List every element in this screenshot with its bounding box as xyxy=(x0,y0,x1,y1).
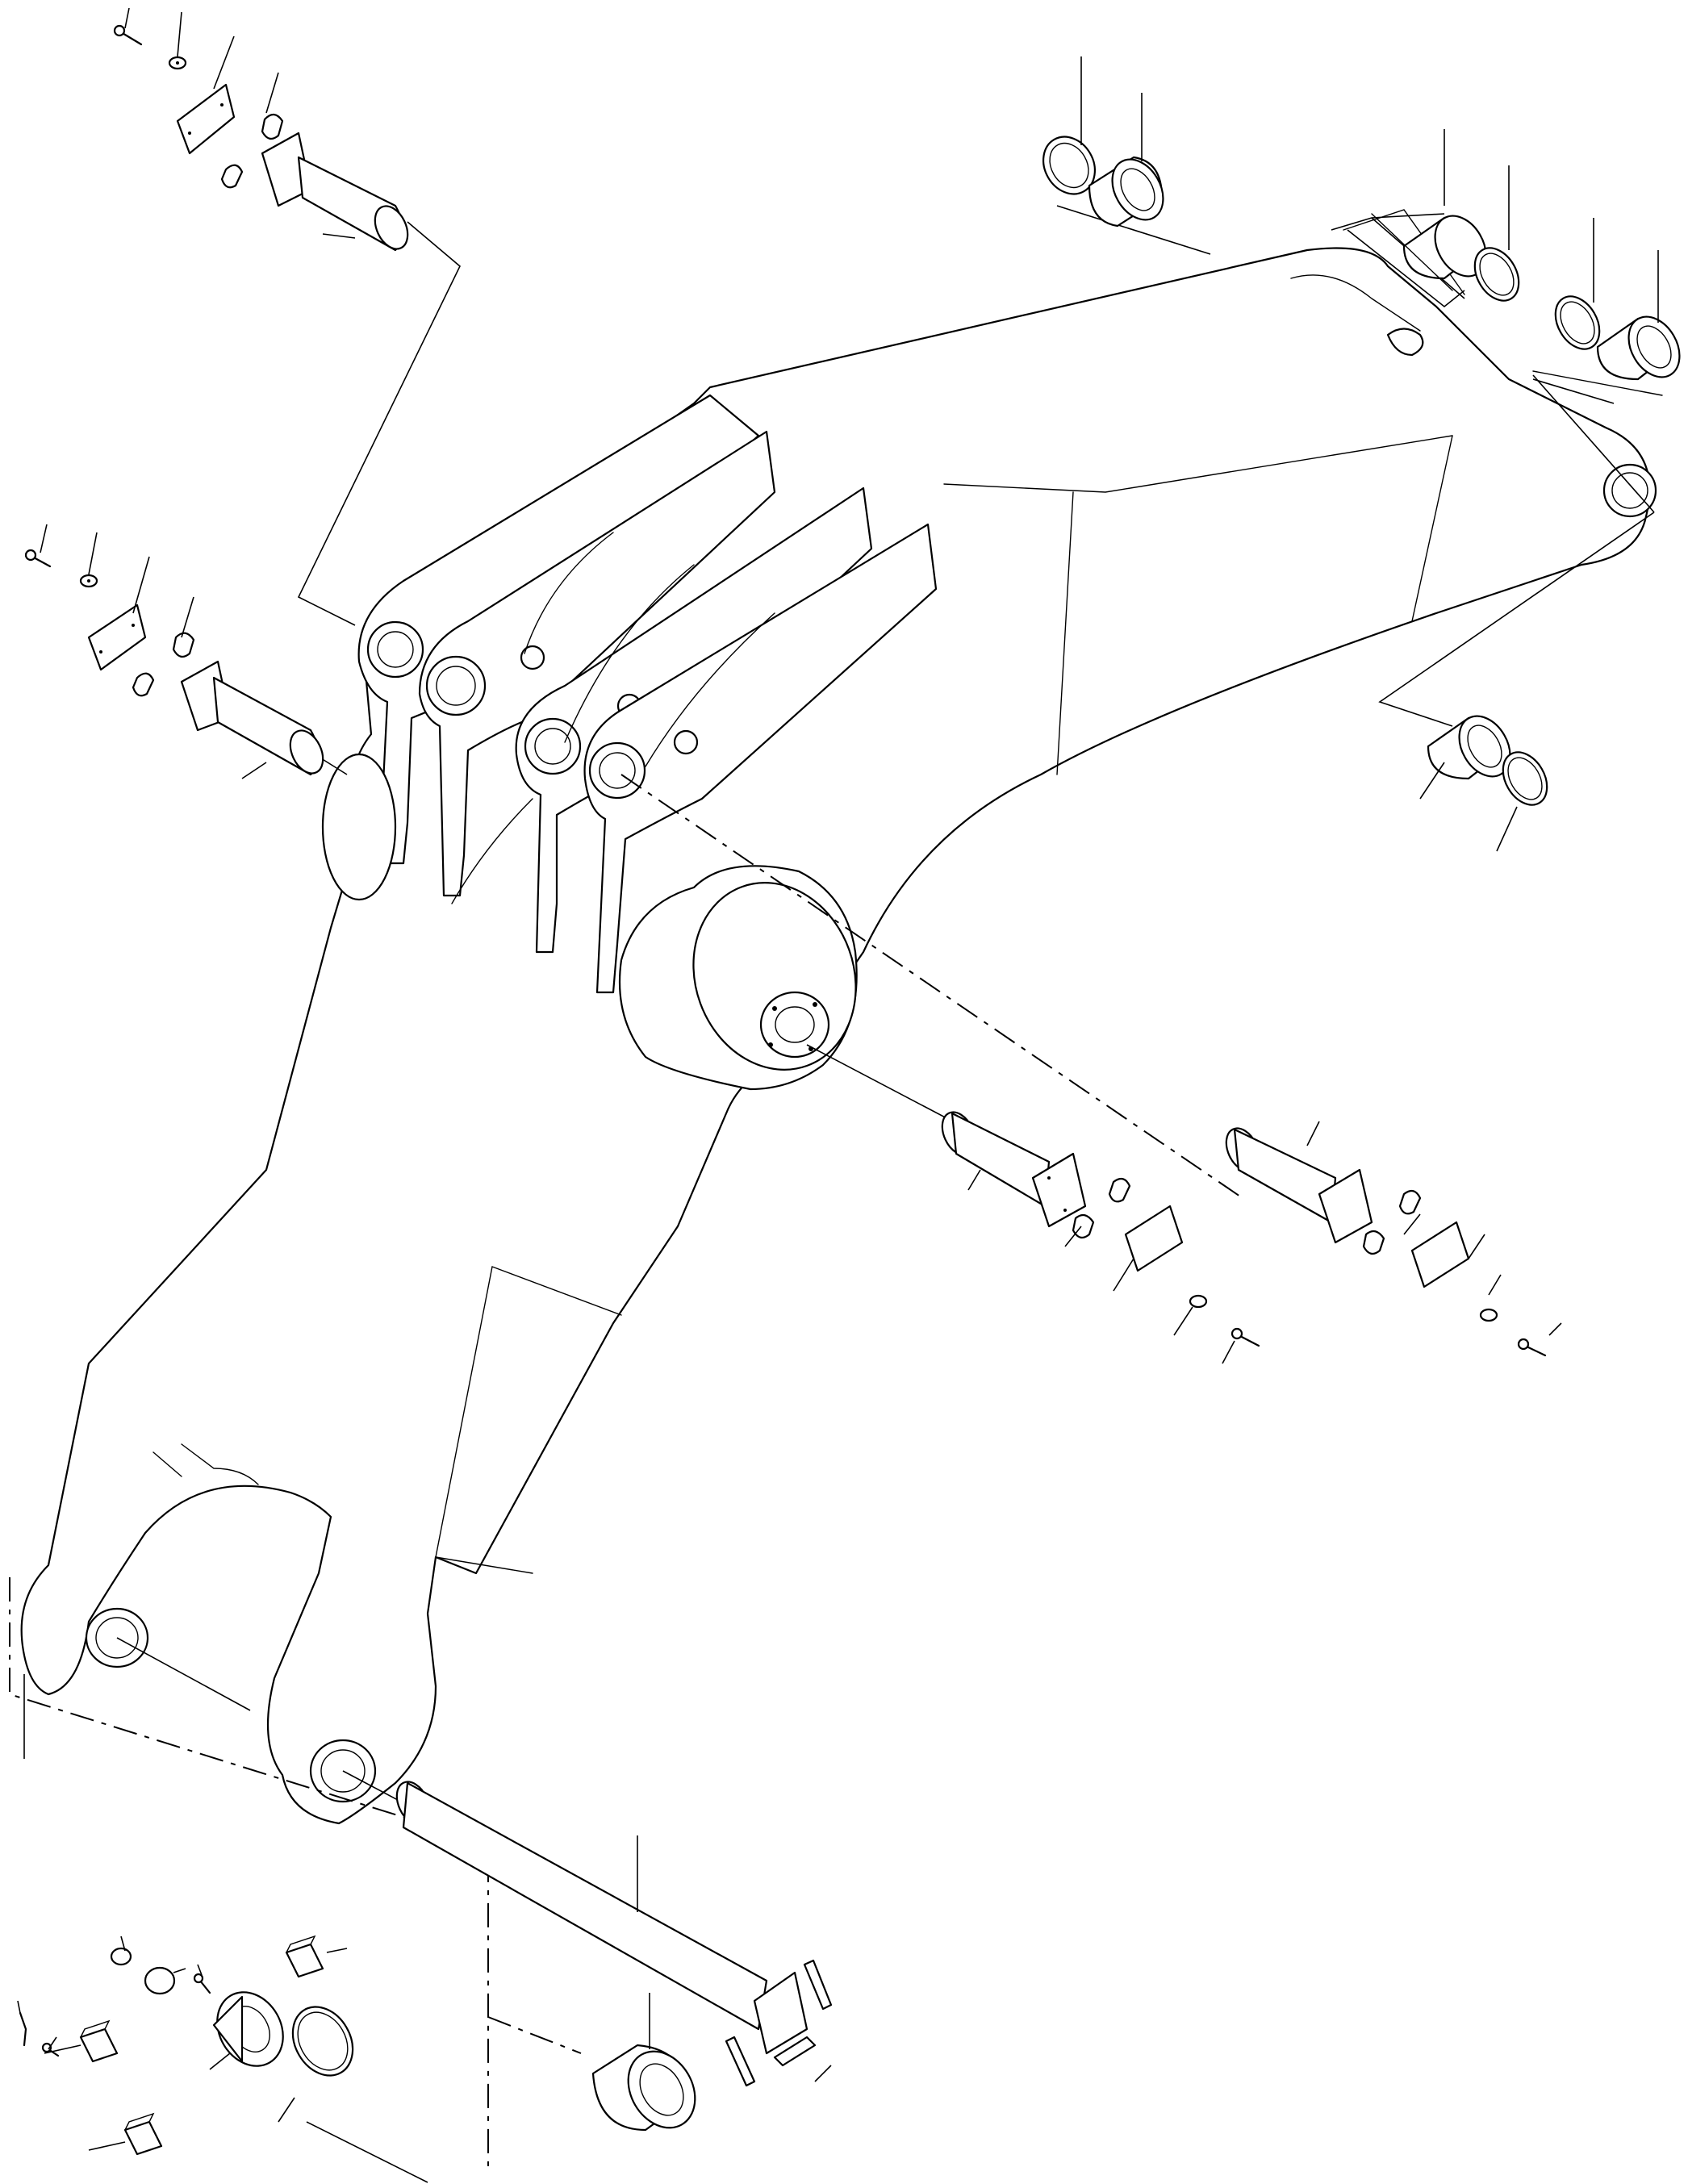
boom-center-boss xyxy=(618,865,858,1091)
pin-icon xyxy=(395,1781,808,2055)
washer-icon xyxy=(79,574,98,588)
nut-icon xyxy=(144,1966,176,1995)
bushing-right-lower-group xyxy=(1419,715,1548,852)
end-cap-icon xyxy=(212,1991,284,2067)
pin-boss-right-group xyxy=(1225,1121,1562,1357)
nut-icon xyxy=(110,1947,132,1966)
shim-icon xyxy=(132,632,195,697)
shim-icon xyxy=(220,113,284,189)
bolt-icon xyxy=(24,549,52,568)
pin-icon xyxy=(1225,1127,1373,1244)
bolt-icon xyxy=(41,2042,60,2057)
seal-ring-icon xyxy=(291,2006,354,2077)
assembly-axis-lines xyxy=(9,774,1243,2170)
pin-foot-lower-group xyxy=(24,524,324,779)
bushing-base-group xyxy=(591,1993,696,2132)
bolt-icon xyxy=(113,24,143,46)
bushing-icon xyxy=(591,2044,696,2132)
pin-foot-upper-group xyxy=(113,7,409,252)
bolt-icon xyxy=(1230,1327,1260,1347)
grease-nipple-icon xyxy=(193,1973,211,1994)
pin-foot-lower-icon xyxy=(180,660,324,776)
bushing-icon xyxy=(1427,715,1511,780)
pin-boss-center-group xyxy=(941,1111,1260,1364)
boom-lug-plates xyxy=(321,394,938,994)
pin-foot-upper-icon xyxy=(261,132,409,252)
bushing-icon xyxy=(1088,156,1164,228)
lock-plate-icon xyxy=(176,83,236,155)
lock-plate-icon xyxy=(1124,1205,1184,1272)
lock-plate-icon xyxy=(87,603,147,671)
base-hardware-group xyxy=(17,1935,354,2156)
split-pin-icon xyxy=(19,2011,27,2047)
pin-icon xyxy=(941,1111,1087,1228)
bushing-top-right-group xyxy=(1343,129,1520,302)
cap-block-icon xyxy=(123,2112,163,2156)
bushing-icon xyxy=(1402,215,1487,280)
cap-block-icon xyxy=(79,2019,119,2063)
pin-base-long-group xyxy=(395,1781,833,2087)
bushing-icon xyxy=(1596,315,1681,381)
cap-block-icon xyxy=(285,1935,324,1978)
washer-icon xyxy=(168,56,187,70)
bushing-far-right-group xyxy=(1532,218,1681,396)
lock-plate-icon xyxy=(1410,1221,1470,1288)
bolt-icon xyxy=(1517,1338,1547,1357)
bushing-top-left-group xyxy=(1042,56,1164,228)
